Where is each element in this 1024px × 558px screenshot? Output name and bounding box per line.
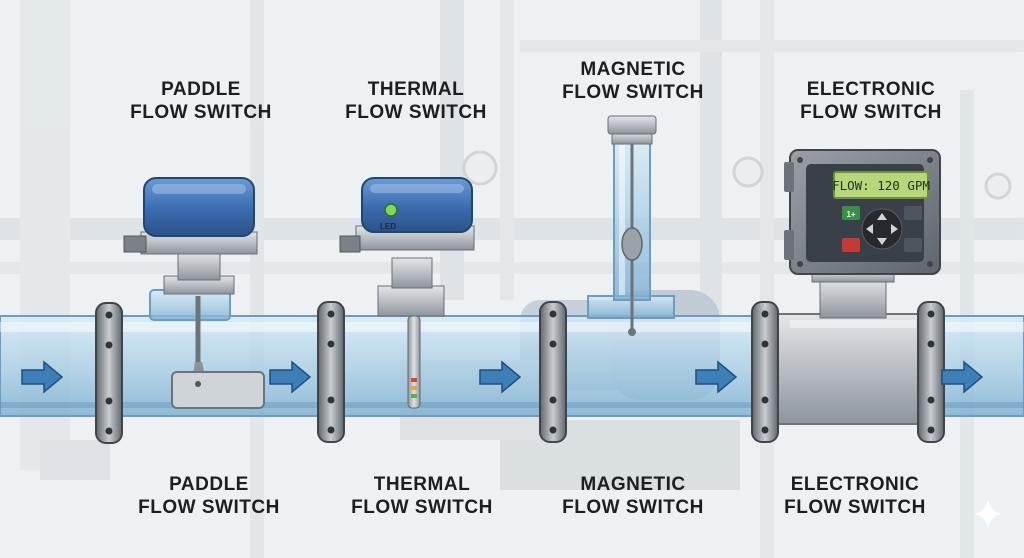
flow-arrow-icon bbox=[695, 360, 738, 394]
bottom-label-paddle-line1: PADDLE bbox=[169, 474, 249, 495]
keypad-enter-button[interactable] bbox=[904, 238, 922, 252]
bottom-label-magnetic: MAGNETIC FLOW SWITCH bbox=[548, 473, 718, 519]
dpad-icon[interactable] bbox=[861, 208, 903, 250]
bottom-label-thermal-line1: THERMAL bbox=[373, 474, 471, 495]
bottom-label-magnetic-line1: MAGNETIC bbox=[580, 474, 686, 495]
top-label-thermal: THERMAL FLOW SWITCH bbox=[331, 78, 501, 124]
top-label-paddle-line1: PADDLE bbox=[161, 79, 241, 100]
flow-arrow-icon bbox=[21, 360, 64, 394]
lcd-readout: FLOW: 120 GPM bbox=[832, 178, 930, 193]
led-indicator-icon bbox=[384, 203, 398, 217]
top-label-thermal-line2: FLOW SWITCH bbox=[345, 102, 487, 123]
pipe-flange bbox=[751, 301, 779, 443]
bottom-label-thermal-line2: FLOW SWITCH bbox=[351, 497, 493, 518]
keypad-green-button[interactable] bbox=[842, 206, 860, 220]
electronic-flow-switch bbox=[784, 149, 941, 319]
led-label: LED bbox=[380, 222, 396, 231]
magnetic-flow-switch bbox=[587, 115, 675, 336]
bottom-label-magnetic-line2: FLOW SWITCH bbox=[562, 497, 704, 518]
pipe-flange bbox=[539, 301, 567, 443]
bottom-label-thermal: THERMAL FLOW SWITCH bbox=[337, 473, 507, 519]
top-label-electronic-line1: ELECTRONIC bbox=[806, 79, 936, 100]
paddle-flow-switch bbox=[123, 177, 265, 409]
top-label-electronic-line2: FLOW SWITCH bbox=[800, 102, 942, 123]
flow-arrow-icon bbox=[269, 360, 312, 394]
paddle-blade bbox=[171, 371, 265, 409]
keypad-green-label: 1+ bbox=[846, 210, 855, 219]
flow-arrow-icon bbox=[479, 360, 522, 394]
bottom-label-electronic: ELECTRONIC FLOW SWITCH bbox=[760, 473, 950, 519]
top-label-thermal-line1: THERMAL bbox=[367, 79, 465, 100]
pipe-flanges bbox=[95, 301, 945, 444]
electronic-meter-body bbox=[777, 313, 929, 425]
keypad-red-button[interactable] bbox=[842, 238, 860, 252]
top-label-paddle: PADDLE FLOW SWITCH bbox=[116, 78, 286, 124]
keypad-back-button[interactable] bbox=[904, 206, 922, 220]
top-label-paddle-line2: FLOW SWITCH bbox=[130, 102, 272, 123]
bottom-label-electronic-line2: FLOW SWITCH bbox=[784, 497, 926, 518]
top-label-electronic: ELECTRONIC FLOW SWITCH bbox=[776, 78, 966, 124]
bottom-label-paddle-line2: FLOW SWITCH bbox=[138, 497, 280, 518]
sparkle-icon bbox=[974, 500, 1002, 528]
flow-arrow-icon bbox=[941, 360, 984, 394]
top-label-magnetic-line2: FLOW SWITCH bbox=[562, 82, 704, 103]
thermal-flow-switch bbox=[339, 177, 475, 409]
top-label-magnetic: MAGNETIC FLOW SWITCH bbox=[548, 58, 718, 104]
bottom-label-electronic-line1: ELECTRONIC bbox=[790, 474, 920, 495]
pipe-flange bbox=[95, 302, 123, 444]
pipe-flange bbox=[317, 301, 345, 443]
top-label-magnetic-line1: MAGNETIC bbox=[580, 59, 686, 80]
lcd-display bbox=[833, 171, 929, 199]
flow-arrows bbox=[21, 360, 984, 394]
bottom-label-paddle: PADDLE FLOW SWITCH bbox=[124, 473, 294, 519]
pipe-flange bbox=[917, 301, 945, 443]
